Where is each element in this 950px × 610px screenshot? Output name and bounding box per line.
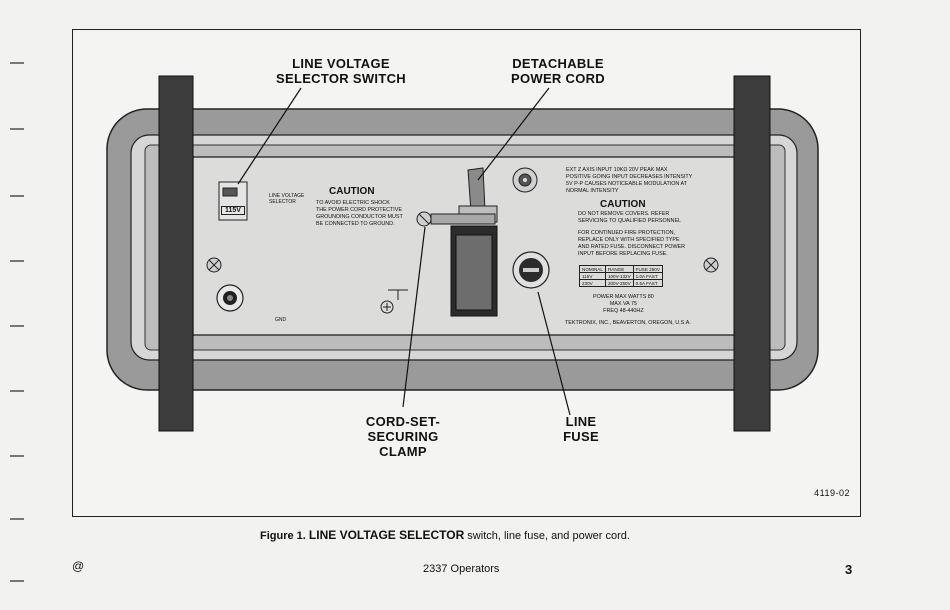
caution-right-text: DO NOT REMOVE COVERS. REFER SERVICING TO… [578,211,682,224]
caution-left-text: TO AVOID ELECTRIC SHOCK THE POWER CORD P… [316,200,403,227]
callout-cord-set-clamp: CORD-SET- SECURING CLAMP [365,414,441,459]
callout-line-voltage-selector: LINE VOLTAGE SELECTOR SWITCH [276,56,406,86]
fuse-table-cell: 100V-132V [604,272,634,280]
selector-label: LINE VOLTAGE SELECTOR [269,193,305,205]
rear-panel-drawing [106,75,819,432]
caution-right-title: CAUTION [600,199,646,210]
fire-protection-text: FOR CONTINUED FIRE PROTECTION, REPLACE O… [578,230,686,257]
fuse-table-cell: 1.0A FAST [632,272,663,280]
power-rating-text: POWER MAX WATTS 80 MAX VA 75 FREQ 48-440… [593,294,654,314]
gnd-label: GND [275,317,287,323]
footer-left-mark: @ [72,559,85,573]
fuse-table-cell: 200V-250V [604,279,634,287]
binding-holes [0,0,30,610]
caption-rest: switch, line fuse, and power cord. [464,530,630,542]
figure-number: 4119-02 [814,488,850,498]
fuse-table-header: FUSE 250V [632,265,663,273]
footer-title: 2337 Operators [423,563,500,575]
fuse-table: NOMINAL RANGE FUSE 250V 115V 100V-132V 1… [579,265,663,287]
fuse-table-cell: 230V [579,279,606,287]
figure-caption: Figure 1. LINE VOLTAGE SELECTOR switch, … [260,528,630,542]
ext-z-axis-text: EXT Z AXIS INPUT 10kΩ 20V PEAK MAX POSIT… [566,167,693,194]
manufacturer-text: TEKTRONIX, INC., BEAVERTON, OREGON, U.S.… [565,320,691,326]
caution-left-title: CAUTION [329,186,375,197]
caption-prefix: Figure 1. [260,530,306,542]
figure-box: LINE VOLTAGE SELECTOR SWITCH DETACHABLE … [72,29,861,517]
fuse-table-header: RANGE [604,265,634,273]
caption-bold-part: LINE VOLTAGE SELECTOR [308,528,465,542]
fuse-table-cell: 115V [579,272,606,280]
selector-value: 115V [221,206,245,215]
callout-line-fuse: LINE FUSE [563,414,599,444]
fuse-table-cell: 0.5A FAST [632,279,663,287]
callout-detachable-power-cord: DETACHABLE POWER CORD [511,56,605,86]
fuse-table-header: NOMINAL [579,265,606,273]
page-number: 3 [845,562,853,577]
